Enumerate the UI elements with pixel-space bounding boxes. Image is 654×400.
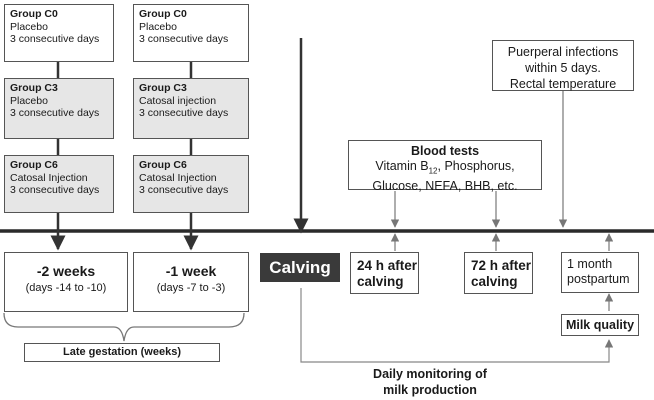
group-line: 3 consecutive days <box>139 107 229 120</box>
blood-tests-line-1: Vitamin B12, Phosphorus, <box>375 159 515 176</box>
calving-label: Calving <box>260 253 340 282</box>
timepoint-line: postpartum <box>567 272 630 286</box>
milk-quality-box: Milk quality <box>561 314 639 336</box>
timepoint-line: 24 h after <box>357 258 418 273</box>
late-gestation-label: Late gestation (weeks) <box>24 343 220 362</box>
timepoint-1-month: 1 month postpartum <box>561 252 639 293</box>
blood-tests-box: Blood tests Vitamin B12, Phosphorus, Glu… <box>348 140 542 193</box>
late-gestation-brace <box>3 312 245 342</box>
group-line: 3 consecutive days <box>139 33 229 46</box>
timepoint-24h: 24 h after calving <box>350 252 419 294</box>
timepoint-line: calving <box>471 274 518 289</box>
group-c6-box-b: Group C6 Catosal Injection 3 consecutive… <box>133 155 249 213</box>
group-c3-box-a: Group C3 Placebo 3 consecutive days <box>4 78 114 139</box>
timepoint-minus-1-week: -1 week (days -7 to -3) <box>133 252 249 312</box>
group-c0-box-b: Group C0 Placebo 3 consecutive days <box>133 4 249 62</box>
timepoint-72h: 72 h after calving <box>464 252 533 294</box>
infections-box: Puerperal infections within 5 days. Rect… <box>492 40 634 91</box>
group-line: Catosal Injection <box>10 171 88 184</box>
daily-monitoring-line: milk production <box>383 383 477 397</box>
timepoint-line: 72 h after <box>471 258 532 273</box>
group-line: 3 consecutive days <box>10 107 100 120</box>
timepoint-minus-2-weeks: -2 weeks (days -14 to -10) <box>4 252 128 312</box>
infections-line: Puerperal infections <box>507 45 619 59</box>
group-c3-box-b: Group C3 Catosal injection 3 consecutive… <box>133 78 249 139</box>
group-c6-box-a: Group C6 Catosal Injection 3 consecutive… <box>4 155 114 213</box>
timepoint-line: calving <box>357 274 404 289</box>
daily-monitoring-label: Daily monitoring of milk production <box>330 366 530 398</box>
daily-monitoring-line: Daily monitoring of <box>373 367 487 381</box>
group-title: Group C6 <box>10 159 58 171</box>
timepoint-label: -1 week <box>165 263 217 279</box>
timepoint-label: -2 weeks <box>36 263 96 279</box>
blood-tests-title: Blood tests <box>410 144 480 158</box>
group-line: 3 consecutive days <box>10 184 100 197</box>
group-title: Group C0 <box>10 8 58 20</box>
group-line: 3 consecutive days <box>139 184 229 197</box>
group-title: Group C3 <box>10 82 58 94</box>
group-line: Catosal injection <box>139 94 217 107</box>
timepoint-range: (days -14 to -10) <box>25 282 107 294</box>
group-title: Group C3 <box>139 82 187 94</box>
infections-line: Rectal temperature <box>509 77 617 91</box>
group-title: Group C6 <box>139 159 187 171</box>
group-line: Placebo <box>10 20 48 33</box>
group-line: 3 consecutive days <box>10 33 100 46</box>
group-line: Placebo <box>139 20 177 33</box>
group-c0-box-a: Group C0 Placebo 3 consecutive days <box>4 4 114 62</box>
timepoint-line: 1 month <box>567 257 613 271</box>
group-title: Group C0 <box>139 8 187 20</box>
group-line: Catosal Injection <box>139 171 217 184</box>
group-line: Placebo <box>10 94 48 107</box>
timepoint-range: (days -7 to -3) <box>156 282 226 294</box>
daily-monitoring-path <box>300 288 614 363</box>
blood-tests-line-2: Glucose, NEFA, BHB, etc. <box>372 178 518 193</box>
infections-line: within 5 days. <box>525 61 601 75</box>
